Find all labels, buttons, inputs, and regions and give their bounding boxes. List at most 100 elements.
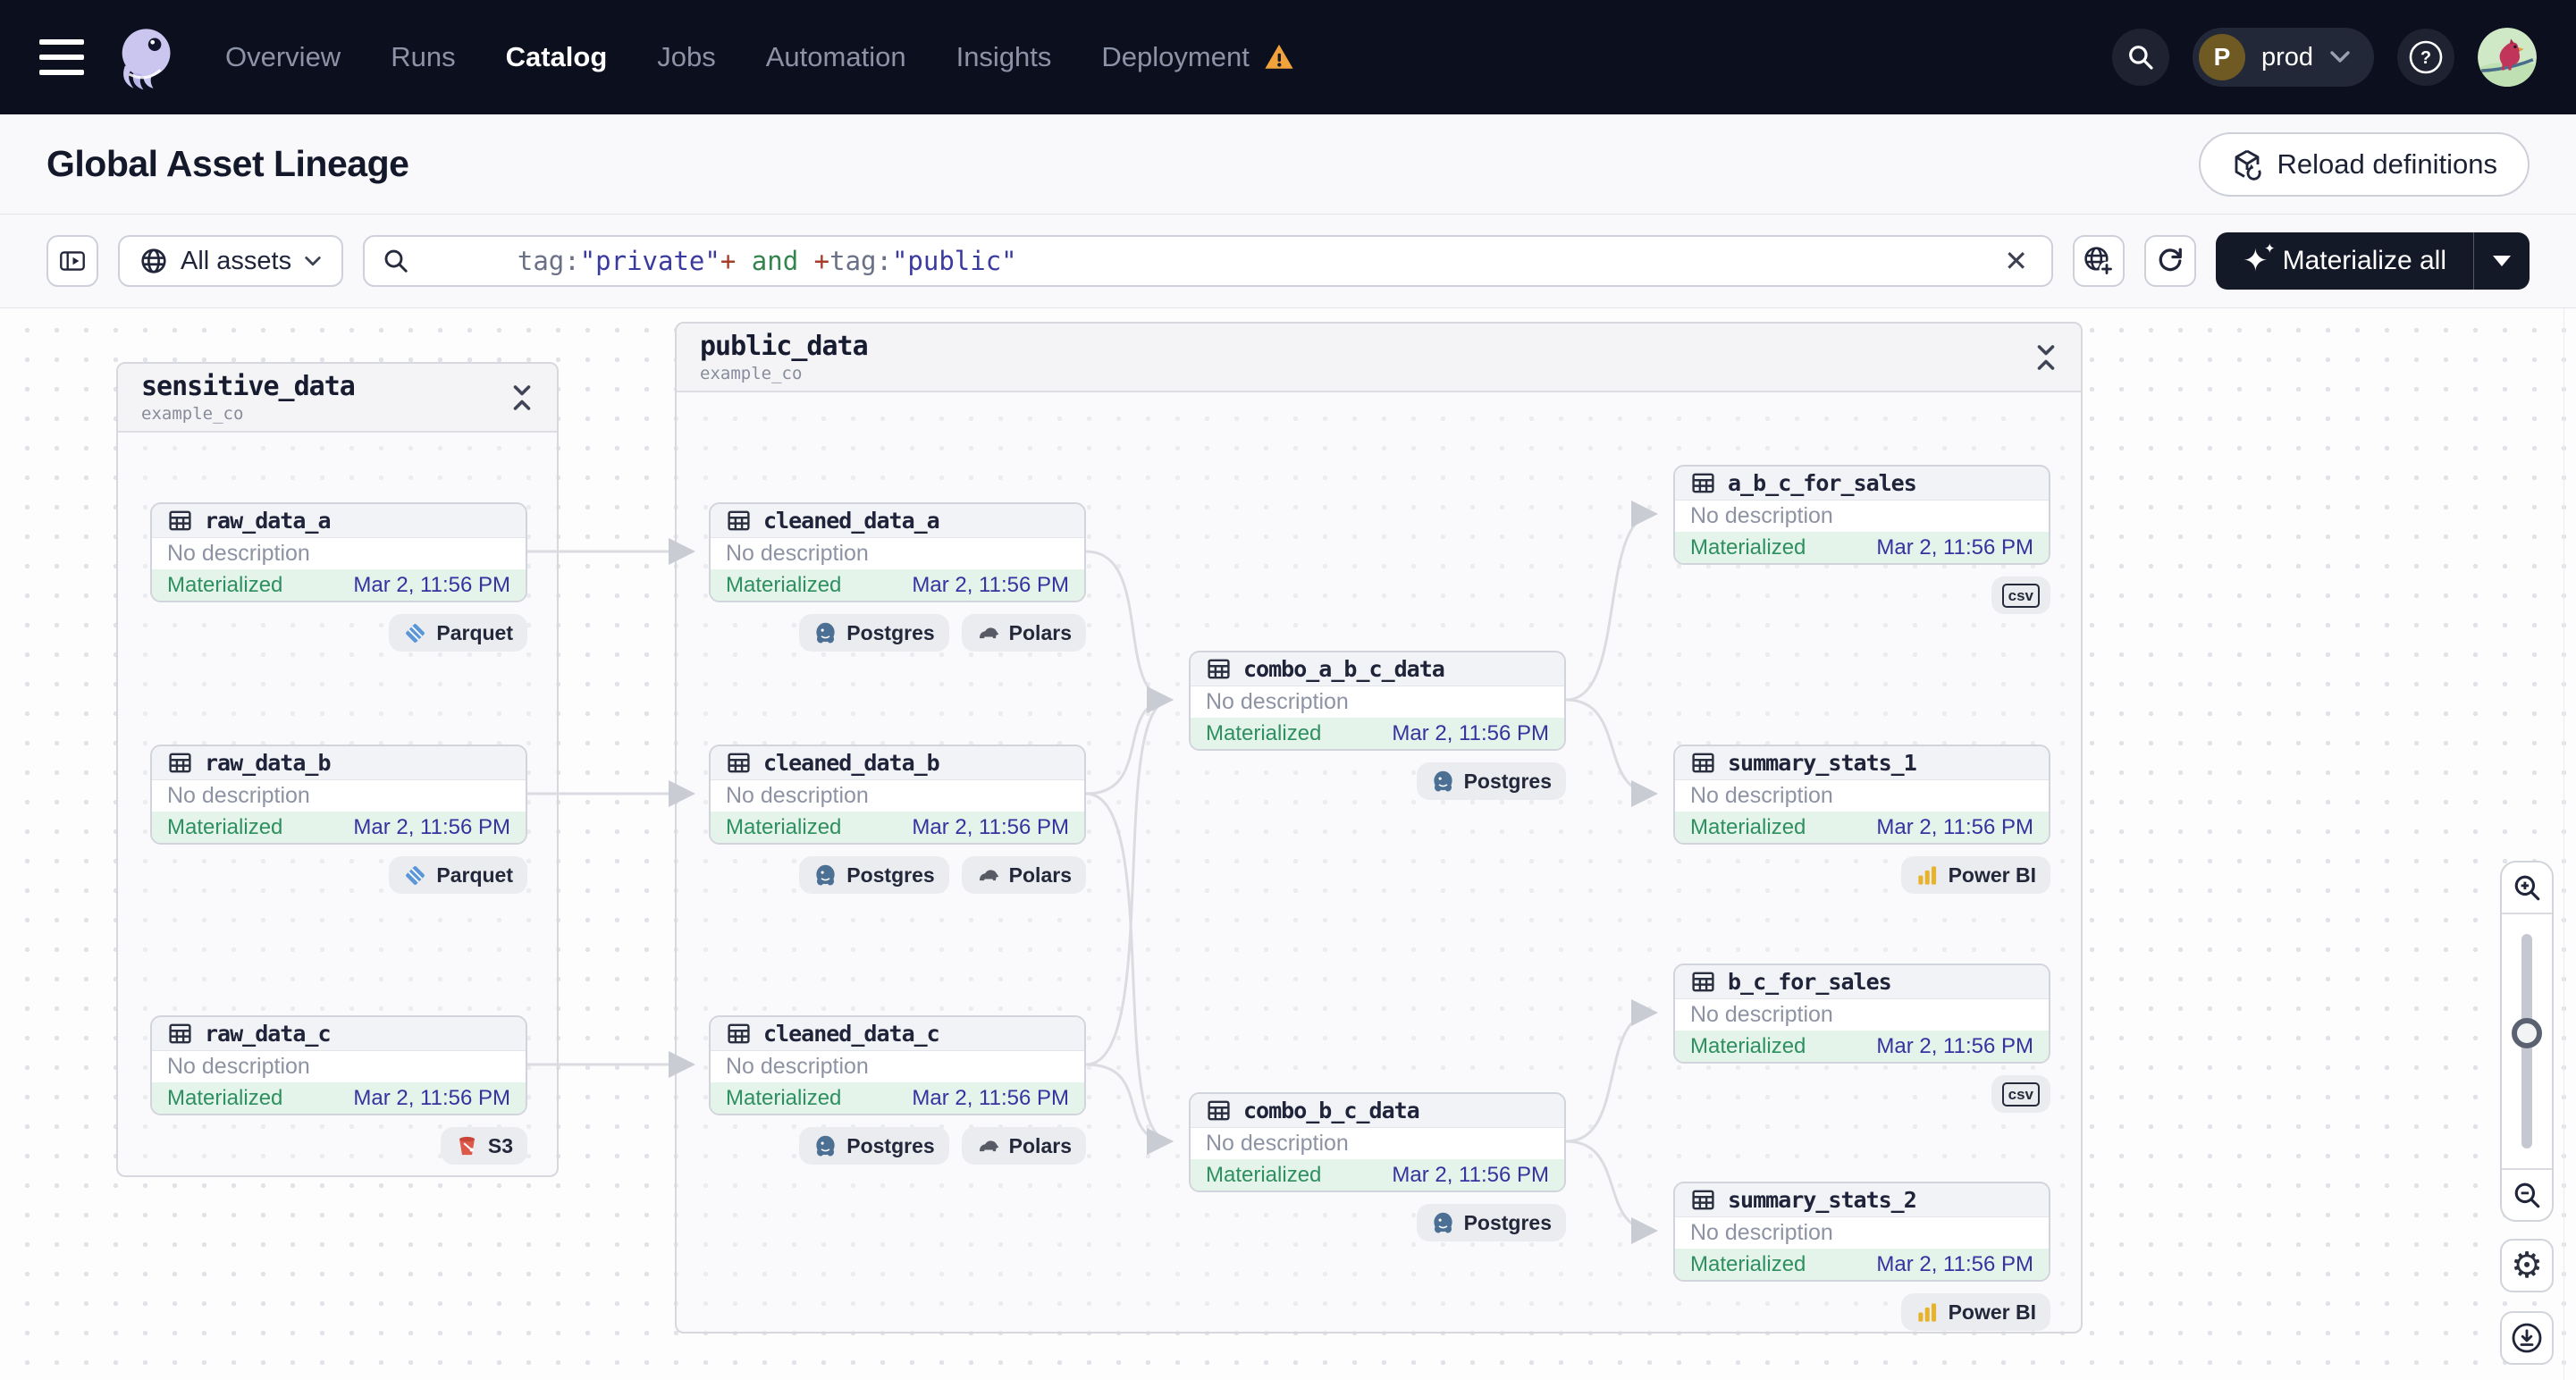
asset-scope-dropdown[interactable]: All assets [118, 235, 344, 287]
collapse-icon [513, 384, 531, 410]
powerbi-icon [1917, 1302, 1936, 1322]
search-button[interactable] [2111, 29, 2169, 86]
asset-card[interactable]: a_b_c_for_sales No description Materiali… [1673, 465, 2050, 565]
nav-item-automation[interactable]: Automation [765, 41, 906, 72]
button-divider [2473, 232, 2474, 290]
asset-card[interactable]: b_c_for_sales No description Materialize… [1673, 963, 2050, 1064]
tag-label: Parquet [436, 620, 513, 644]
lineage-canvas[interactable]: sensitive_data example_co public_data ex… [0, 308, 2576, 1380]
new-scope-button[interactable] [2073, 235, 2126, 287]
tag-s3[interactable]: S3 [440, 1127, 527, 1165]
zoom-slider-thumb[interactable] [2512, 1018, 2542, 1049]
nav-item-runs[interactable]: Runs [391, 41, 456, 72]
nav-item-deployment[interactable]: Deployment [1101, 41, 1250, 72]
tag-csv[interactable]: csv [1991, 576, 2050, 614]
polars-icon [979, 1140, 998, 1151]
collapse-group-button[interactable] [510, 384, 534, 411]
user-avatar[interactable] [2478, 28, 2537, 87]
caret-down-icon [2493, 256, 2511, 266]
query-segment: and [736, 246, 814, 276]
zoom-slider[interactable] [2502, 914, 2552, 1168]
csv-icon: csv [2001, 583, 2040, 608]
nav-item-catalog[interactable]: Catalog [505, 41, 608, 72]
collapse-group-button[interactable] [2034, 344, 2058, 371]
download-view-button[interactable] [2500, 1311, 2554, 1365]
refresh-graph-button[interactable] [2144, 235, 2197, 287]
environment-switcher[interactable]: P prod [2192, 28, 2374, 87]
reload-definitions-button[interactable]: Reload definitions [2198, 131, 2530, 197]
asset-card[interactable]: raw_data_a No description Materialized M… [150, 502, 527, 602]
query-segment: + [813, 246, 830, 276]
asset-timestamp: Mar 2, 11:56 PM [912, 572, 1069, 597]
graph-settings-button[interactable]: ⚙ [2500, 1239, 2554, 1292]
search-icon [2129, 46, 2153, 70]
asset-node-combo-b-c-data: combo_b_c_data No description Materializ… [1189, 1092, 1566, 1241]
asset-status: Materialized [1206, 1162, 1322, 1187]
asset-name: raw_data_a [205, 508, 332, 534]
asset-card[interactable]: cleaned_data_b No description Materializ… [709, 745, 1086, 845]
clear-search-button[interactable]: ✕ [2004, 245, 2029, 277]
postgres-icon [816, 622, 835, 644]
warning-icon [1265, 44, 1293, 69]
zoom-in-button[interactable] [2502, 862, 2552, 914]
group-header[interactable]: public_data example_co [677, 324, 2081, 392]
help-button[interactable]: ? [2397, 29, 2454, 86]
asset-timestamp: Mar 2, 11:56 PM [1392, 1162, 1549, 1187]
materialize-all-label: Materialize all [2282, 246, 2446, 275]
group-header[interactable]: sensitive_data example_co [118, 364, 557, 433]
tag-parquet[interactable]: Parquet [389, 856, 527, 894]
tag-powerbi[interactable]: Power BI [1900, 1293, 2050, 1331]
materialize-all-button[interactable]: ✦✦ Materialize all [2216, 232, 2473, 290]
materialize-options-button[interactable] [2474, 232, 2530, 290]
tag-postgres[interactable]: Postgres [1416, 1204, 1566, 1241]
group-title: public_data [700, 331, 869, 362]
postgres-icon [816, 1135, 835, 1157]
group-title: sensitive_data [141, 371, 356, 402]
asset-status: Materialized [167, 814, 283, 839]
asset-description: No description [152, 780, 526, 812]
asset-card[interactable]: combo_a_b_c_data No description Material… [1189, 651, 1566, 751]
search-icon [384, 249, 408, 273]
asset-status: Materialized [167, 572, 283, 597]
nav-item-overview[interactable]: Overview [225, 41, 341, 72]
nav-item-jobs[interactable]: Jobs [657, 41, 716, 72]
zoom-out-button[interactable] [2502, 1168, 2552, 1220]
sparkles-icon: ✦✦ [2243, 241, 2276, 278]
asset-card[interactable]: raw_data_b No description Materialized M… [150, 745, 527, 845]
tag-polars[interactable]: Polars [961, 614, 1086, 652]
asset-timestamp: Mar 2, 11:56 PM [912, 814, 1069, 839]
tag-polars[interactable]: Polars [961, 1127, 1086, 1165]
asset-card[interactable]: raw_data_c No description Materialized M… [150, 1015, 527, 1115]
tag-postgres[interactable]: Postgres [799, 1127, 949, 1165]
asset-timestamp: Mar 2, 11:56 PM [912, 1085, 1069, 1110]
materialize-all-split-button: ✦✦ Materialize all [2216, 232, 2530, 290]
tag-powerbi[interactable]: Power BI [1900, 856, 2050, 894]
tag-label: Postgres [846, 862, 935, 887]
asset-card[interactable]: cleaned_data_a No description Materializ… [709, 502, 1086, 602]
dagster-logo-icon[interactable] [111, 23, 179, 91]
tag-postgres[interactable]: Postgres [1416, 762, 1566, 800]
tag-polars[interactable]: Polars [961, 856, 1086, 894]
open-panel-button[interactable] [46, 235, 98, 287]
canvas-edge-line [2563, 308, 2564, 1380]
hamburger-menu-icon[interactable] [39, 39, 84, 75]
tag-parquet[interactable]: Parquet [389, 614, 527, 652]
parquet-icon [406, 623, 425, 643]
asset-description: No description [1675, 999, 2049, 1031]
asset-search-input[interactable]: tag:"private"+ and +tag:"public" ✕ [363, 235, 2054, 287]
tag-postgres[interactable]: Postgres [799, 856, 949, 894]
filter-toolbar: All assets tag:"private"+ and +tag:"publ… [0, 215, 2576, 308]
nav-item-insights[interactable]: Insights [955, 41, 1052, 72]
asset-status: Materialized [1690, 534, 1806, 560]
asset-card[interactable]: cleaned_data_c No description Materializ… [709, 1015, 1086, 1115]
tag-csv[interactable]: csv [1991, 1075, 2050, 1113]
asset-card[interactable]: summary_stats_2 No description Materiali… [1673, 1182, 2050, 1282]
asset-card[interactable]: summary_stats_1 No description Materiali… [1673, 745, 2050, 845]
query-segment: tag: [517, 246, 580, 276]
postgres-icon [816, 864, 835, 886]
powerbi-icon [1917, 865, 1936, 885]
asset-card[interactable]: combo_b_c_data No description Materializ… [1189, 1092, 1566, 1192]
tag-postgres[interactable]: Postgres [799, 614, 949, 652]
tag-label: Postgres [1463, 1210, 1552, 1234]
search-query-text[interactable]: tag:"private"+ and +tag:"public" [424, 215, 1984, 307]
